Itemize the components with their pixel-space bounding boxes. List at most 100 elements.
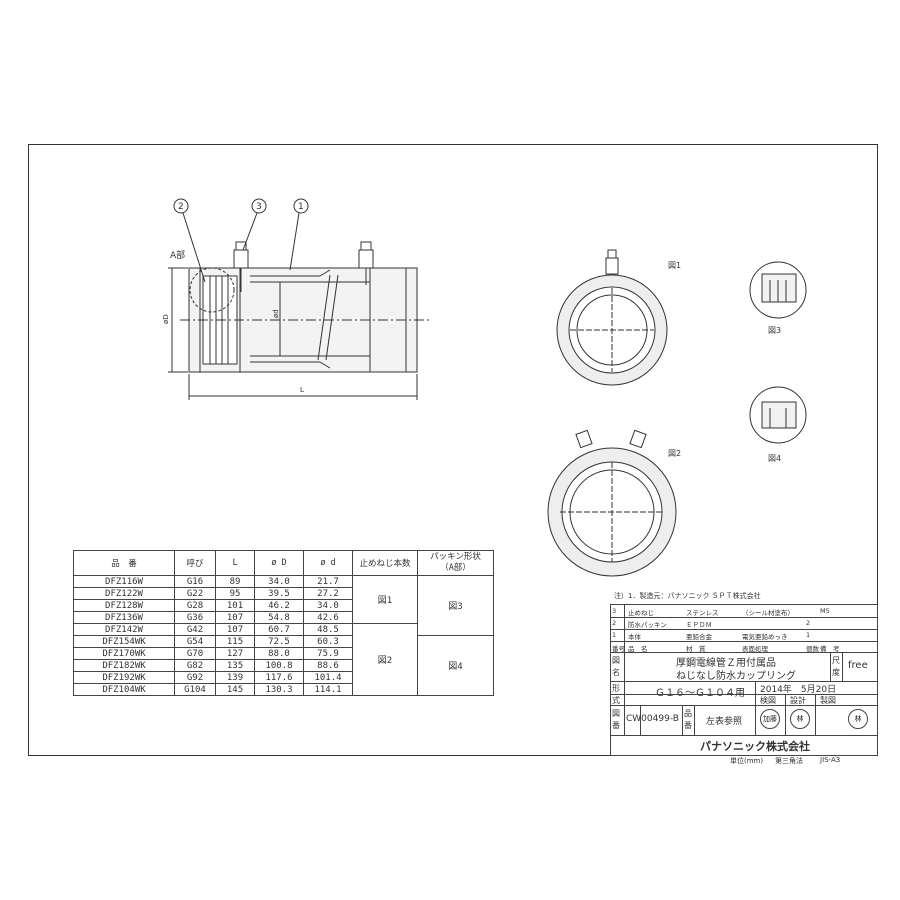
col-L: L (215, 550, 255, 576)
spec-cell-d: 114.1 (303, 683, 353, 696)
spec-cell-size: G104 (174, 683, 216, 696)
drawing-title-line1: 厚鋼電線管Ｚ用付属品 (676, 658, 776, 669)
company-name: パナソニック株式会社 (700, 740, 810, 753)
a-part-label: A部 (170, 249, 185, 261)
spec-cell-D: 34.0 (254, 575, 304, 588)
drawing-number: CW00499-B (626, 714, 679, 724)
spec-cell-L: 127 (215, 647, 255, 660)
balloon-2-label: 2 (178, 202, 184, 212)
parts-cell-qty: 1 (806, 631, 811, 639)
spec-table: 品 番 呼び L ø D ø d 止めねじ本数 パッキン形状 （A部） DFZ1… (73, 550, 494, 696)
katashiki-label: 形式 (612, 684, 620, 705)
spec-cell-d: 34.0 (303, 599, 353, 612)
fig1-label: 図1 (668, 261, 681, 270)
spec-cell-L: 107 (215, 611, 255, 624)
fig2-label: 図2 (668, 449, 681, 458)
spec-cell-size: G36 (174, 611, 216, 624)
col-size: 呼び (174, 550, 216, 576)
set-screw-left (233, 249, 249, 269)
parts-header-material: 材 質 (686, 645, 706, 653)
spec-cell-D: 88.0 (254, 647, 304, 660)
set-screw-right (358, 249, 374, 269)
hinban-value: 左表参照 (706, 717, 743, 727)
parts-row-line (610, 641, 878, 642)
parts-cell-finish: （シール材塗布） (742, 609, 794, 617)
parts-cell-material: 亜鉛合金 (686, 633, 712, 641)
col-packing-line1: パッキン形状 (430, 552, 481, 562)
role-inspect: 検図 (760, 696, 776, 705)
dim-d-label: ød (272, 309, 280, 318)
balloon-3-label: 3 (256, 202, 262, 212)
spec-cell-size: G70 (174, 647, 216, 660)
footer-standard: JIS-A3 (820, 756, 841, 764)
spec-cell-D: 60.7 (254, 623, 304, 636)
stamp-inspector: 加藤 (760, 709, 780, 729)
parts-cell-name: 防水パッキン (628, 621, 667, 629)
spec-cell-d: 101.4 (303, 671, 353, 684)
spec-cell-d: 27.2 (303, 587, 353, 600)
dim-L-label: L (300, 386, 304, 394)
a-part-circle (189, 267, 235, 313)
spec-cell-size: G82 (174, 659, 216, 672)
spec-cell-size: G22 (174, 587, 216, 600)
parts-row-line (610, 617, 878, 618)
spec-cell-part: DFZ128W (73, 599, 175, 612)
footer-angle: 第三角法 (775, 757, 803, 765)
fig3-label: 図3 (768, 326, 781, 335)
parts-cell-no: 3 (612, 607, 617, 615)
scale-label: 尺度 (832, 656, 840, 677)
spec-cell-L: 139 (215, 671, 255, 684)
parts-row-line (610, 629, 878, 630)
spec-cell-part: DFZ192WK (73, 671, 175, 684)
spec-cell-packing: 図3 (417, 575, 494, 636)
spec-cell-d: 60.3 (303, 635, 353, 648)
col-D: ø D (254, 550, 304, 576)
dim-D-label: øD (162, 314, 170, 324)
spec-cell-size: G92 (174, 671, 216, 684)
spec-cell-L: 89 (215, 575, 255, 588)
spec-cell-size: G16 (174, 575, 216, 588)
spec-cell-d: 21.7 (303, 575, 353, 588)
col-screws: 止めねじ本数 (352, 550, 418, 576)
zumei-label: 図名 (612, 656, 620, 677)
parts-cell-material: ステンレス (686, 609, 719, 617)
zuban-label: 図番 (612, 709, 620, 730)
parts-cell-name: 止めねじ (628, 609, 654, 617)
spec-cell-part: DFZ142W (73, 623, 175, 636)
drawing-date: 2014年 5月20日 (760, 685, 837, 695)
spec-cell-part: DFZ182WK (73, 659, 175, 672)
spec-cell-part: DFZ104WK (73, 683, 175, 696)
spec-cell-d: 48.5 (303, 623, 353, 636)
hinban-label: 品番 (684, 709, 692, 730)
parts-header-remark: 備 考 (820, 645, 840, 653)
spec-cell-packing: 図4 (417, 635, 494, 696)
fig4-label: 図4 (768, 454, 781, 463)
spec-cell-screws: 図1 (352, 575, 418, 624)
spec-cell-d: 42.6 (303, 611, 353, 624)
spec-cell-L: 95 (215, 587, 255, 600)
model-range: Ｇ１６～Ｇ１０４用 (655, 688, 745, 699)
parts-cell-finish: 電気亜鉛めっき (742, 633, 788, 641)
col-part-no: 品 番 (73, 550, 175, 576)
drawing-sheet-frame (28, 144, 878, 756)
drawing-title-line2: ねじなし防水カップリング (676, 671, 796, 682)
spec-cell-D: 39.5 (254, 587, 304, 600)
spec-header-row: 品 番 呼び L ø D ø d 止めねじ本数 パッキン形状 （A部） (73, 550, 494, 576)
spec-cell-D: 117.6 (254, 671, 304, 684)
manufacturer-note: 注）1．製造元：パナソニック ＳＰＴ株式会社 (614, 592, 761, 600)
spec-cell-part: DFZ116W (73, 575, 175, 588)
parts-header-finish: 表面処理 (742, 645, 768, 653)
spec-cell-size: G54 (174, 635, 216, 648)
spec-cell-part: DFZ170WK (73, 647, 175, 660)
col-d: ø d (303, 550, 353, 576)
parts-cell-no: 1 (612, 631, 617, 639)
spec-cell-part: DFZ154WK (73, 635, 175, 648)
parts-cell-material: ＥＰＤＭ (686, 621, 712, 629)
spec-cell-L: 101 (215, 599, 255, 612)
